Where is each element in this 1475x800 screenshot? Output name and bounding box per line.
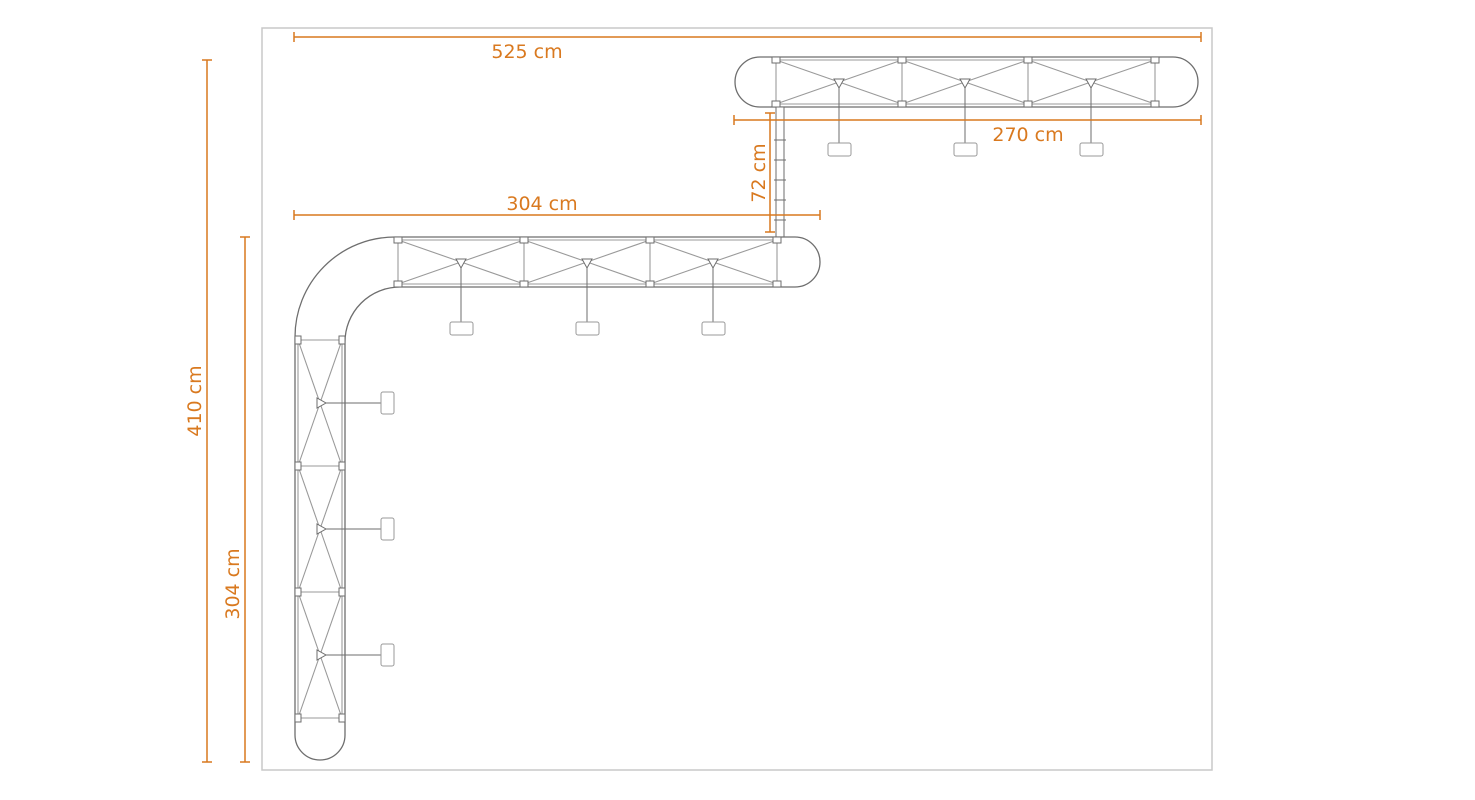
label-connector-depth: 72 cm — [748, 143, 770, 202]
dimension-lines — [202, 32, 1202, 763]
upper-wall — [734, 56, 1199, 157]
middle-wall-connectors — [393, 236, 782, 288]
plan-frame — [261, 27, 1213, 771]
spotlight-icon — [316, 649, 328, 661]
lamp-head-icon — [380, 643, 395, 667]
lamp-head-icon — [449, 321, 474, 336]
dim-line-connector — [765, 112, 775, 233]
spotlight-icon — [707, 258, 719, 270]
side-wall-connectors — [294, 335, 346, 723]
dimension-labels: 525 cm 270 cm 72 cm 304 cm 410 cm 304 cm — [184, 41, 1064, 620]
dim-line-total-height — [202, 59, 212, 763]
dim-line-middle-wall — [293, 210, 821, 220]
upper-wall-truss — [775, 59, 1156, 105]
connector-link — [774, 106, 786, 238]
lamp-head-icon — [701, 321, 726, 336]
spotlight-icon — [455, 258, 467, 270]
label-upper-wall-width: 270 cm — [992, 124, 1063, 146]
l-wall-outline — [294, 236, 821, 761]
lamp-head-icon — [575, 321, 600, 336]
label-middle-wall-width: 304 cm — [506, 193, 577, 215]
dim-line-upper-wall — [733, 115, 1202, 125]
label-side-wall-height: 304 cm — [222, 548, 244, 619]
spotlight-icon — [1085, 78, 1097, 90]
dim-line-side-wall — [240, 236, 250, 763]
middle-wall-lights — [449, 258, 726, 336]
lamp-head-icon — [827, 142, 852, 157]
spotlight-icon — [316, 523, 328, 535]
dim-line-top-width — [293, 32, 1202, 42]
side-wall-lights — [316, 391, 395, 667]
spotlight-icon — [959, 78, 971, 90]
side-wall-truss — [297, 339, 343, 719]
upper-wall-lights — [827, 78, 1104, 157]
upper-wall-connectors — [771, 56, 1160, 108]
lamp-head-icon — [380, 517, 395, 541]
lamp-head-icon — [380, 391, 395, 415]
lamp-head-icon — [953, 142, 978, 157]
label-total-height: 410 cm — [184, 365, 206, 436]
lamp-head-icon — [1079, 142, 1104, 157]
label-top-width: 525 cm — [491, 41, 562, 63]
l-shaped-wall — [294, 236, 821, 761]
spotlight-icon — [581, 258, 593, 270]
spotlight-icon — [316, 397, 328, 409]
spotlight-icon — [833, 78, 845, 90]
